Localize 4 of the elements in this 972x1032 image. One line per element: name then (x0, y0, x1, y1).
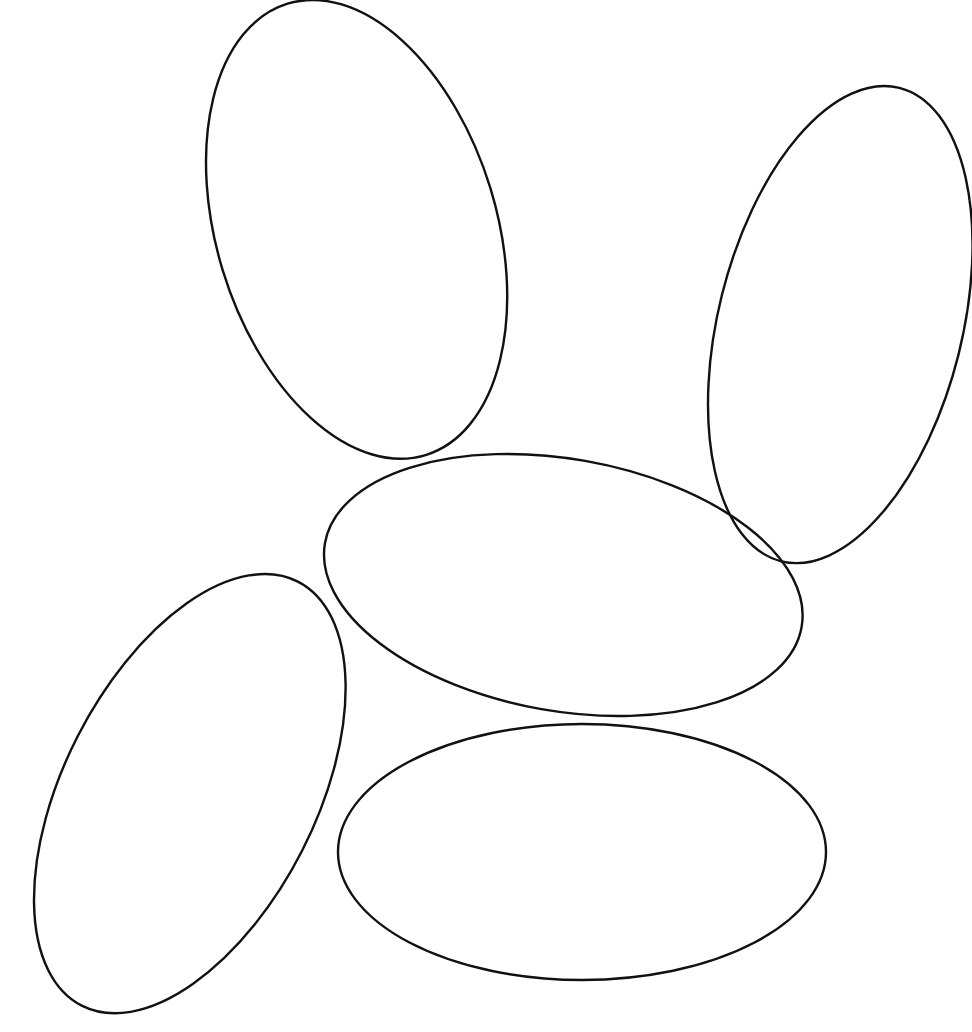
ellipse-shape (324, 454, 804, 717)
ellipse-shape (205, 0, 507, 460)
ellipse-shape (338, 724, 826, 980)
ellipse-shape (34, 574, 346, 1014)
